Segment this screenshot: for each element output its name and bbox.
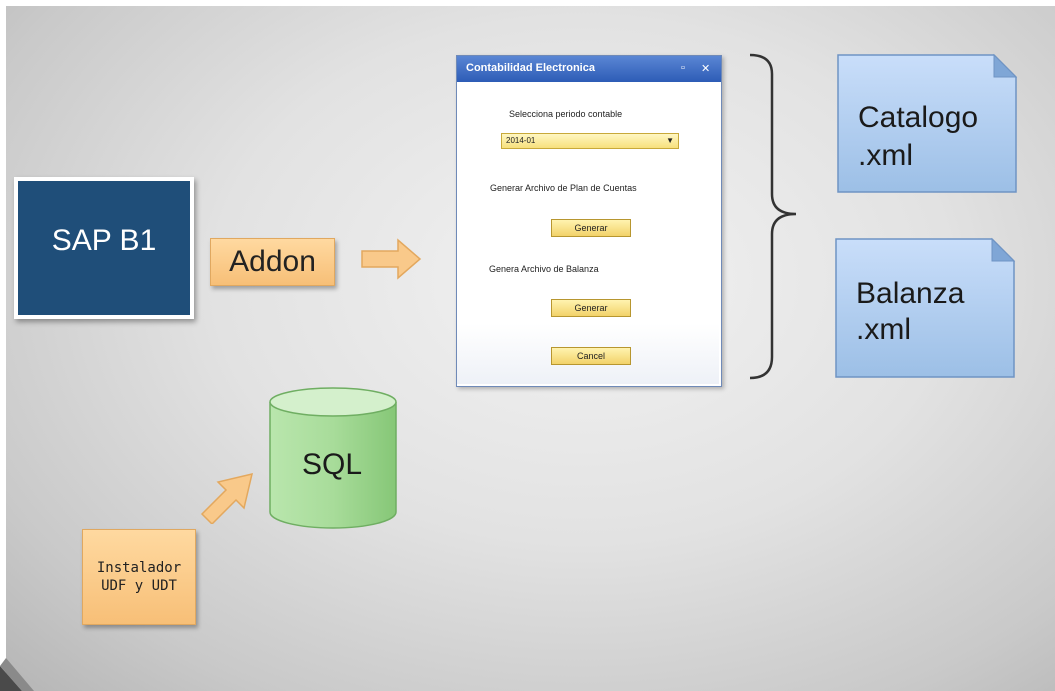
period-label: Selecciona periodo contable (509, 109, 623, 119)
plan-label: Generar Archivo de Plan de Cuentas (490, 183, 637, 193)
generar-plan-button[interactable]: Generar (551, 219, 631, 237)
contabilidad-dialog: Contabilidad Electronica ▫ ✕ Selecciona … (456, 55, 722, 387)
right-brace (749, 53, 797, 380)
period-select-value: 2014-01 (506, 136, 536, 145)
installer-line2: UDF y UDT (101, 578, 177, 594)
dialog-body: Selecciona periodo contable 2014-01 ▼ Ge… (457, 82, 719, 384)
sap-b1-label: SAP B1 (51, 224, 157, 257)
balanza-label: Genera Archivo de Balanza (489, 264, 599, 274)
dialog-titlebar[interactable]: Contabilidad Electronica ▫ ✕ (457, 56, 721, 82)
catalogo-line1: Catalogo (858, 101, 979, 134)
sap-b1-box: SAP B1 (14, 177, 194, 319)
corner-decoration (0, 658, 34, 691)
close-icon[interactable]: ✕ (701, 63, 711, 75)
installer-line1: Instalador (96, 560, 182, 576)
restore-icon[interactable]: ▫ (681, 62, 685, 74)
balanza-line2: .xml (856, 313, 911, 346)
period-select[interactable]: 2014-01 ▼ (501, 133, 679, 149)
generar-balanza-button[interactable]: Generar (551, 299, 631, 317)
sql-label: SQL (301, 448, 363, 481)
dialog-title: Contabilidad Electronica (466, 62, 595, 74)
arrow-installer-to-sql (200, 472, 254, 524)
arrow-addon-to-dialog (361, 238, 422, 280)
catalogo-xml-doc: Catalogo .xml (836, 53, 1020, 196)
addon-label: Addon (229, 245, 316, 278)
balanza-line1: Balanza (856, 277, 965, 310)
sql-database-icon (269, 387, 397, 529)
catalogo-line2: .xml (858, 139, 913, 172)
chevron-down-icon[interactable]: ▼ (666, 136, 674, 145)
instalador-udf-udt-box: Instalador UDF y UDT (82, 529, 196, 625)
addon-box: Addon (210, 238, 335, 286)
balanza-xml-doc: Balanza .xml (834, 237, 1018, 381)
cancel-button[interactable]: Cancel (551, 347, 631, 365)
